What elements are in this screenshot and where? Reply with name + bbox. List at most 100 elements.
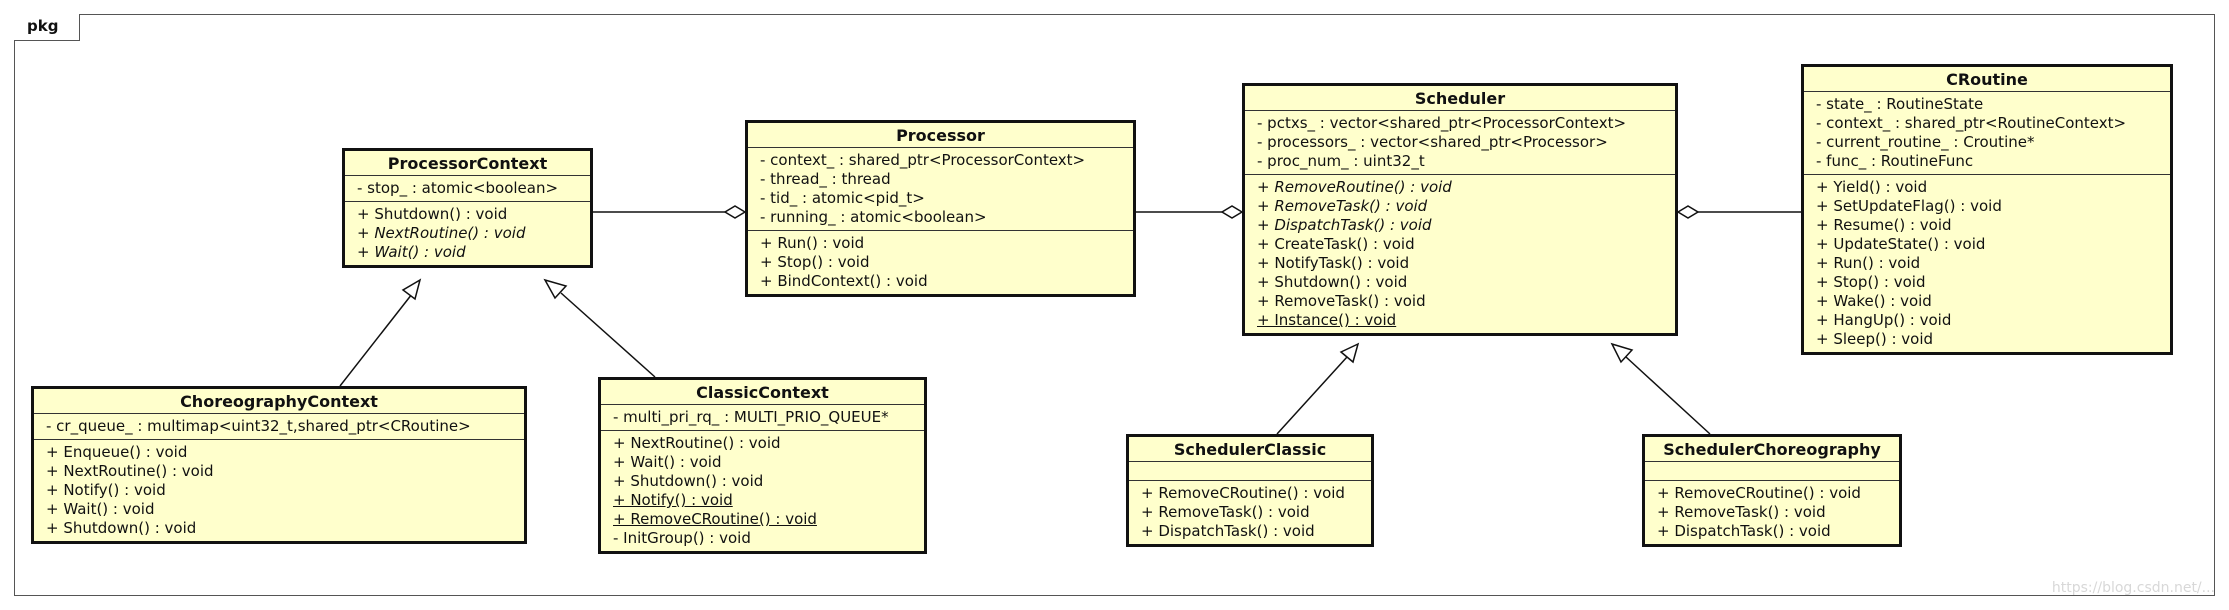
operation-row: + CreateTask() : void xyxy=(1257,235,1415,253)
inheritance-arrow-icon xyxy=(1339,342,1360,364)
operation-row: + Stop() : void xyxy=(760,253,870,271)
attribute-row: - multi_pri_rq_ : MULTI_PRIO_QUEUE* xyxy=(613,408,889,426)
generalization-classiccontext xyxy=(560,292,656,378)
operation-row: + DispatchTask() : void xyxy=(1257,216,1432,234)
operation-row: + Wait() : void xyxy=(46,500,155,518)
operation-row: + Shutdown() : void xyxy=(357,205,508,223)
attributes-compartment xyxy=(1645,462,1899,481)
operation-row: + Enqueue() : void xyxy=(46,443,188,461)
generalization-choreographycontext xyxy=(339,293,413,387)
attribute-row: - stop_ : atomic<boolean> xyxy=(357,179,559,197)
operation-row: + RemoveCRoutine() : void xyxy=(613,510,817,528)
operations-compartment: + RemoveCRoutine() : void+ RemoveTask() … xyxy=(1129,481,1371,544)
class-processor-context[interactable]: ProcessorContext - stop_ : atomic<boolean… xyxy=(342,148,593,268)
class-name: Processor xyxy=(748,123,1133,148)
class-scheduler-choreography[interactable]: SchedulerChoreography + RemoveCRoutine() … xyxy=(1642,434,1902,547)
aggregation-diamond-icon xyxy=(1220,205,1244,219)
class-scheduler-classic[interactable]: SchedulerClassic + RemoveCRoutine() : voi… xyxy=(1126,434,1374,547)
package-frame xyxy=(14,14,2215,596)
attribute-row: - context_ : shared_ptr<ProcessorContext… xyxy=(760,151,1086,169)
class-name: ClassicContext xyxy=(601,380,924,405)
aggregation-diamond-icon xyxy=(1676,205,1700,219)
operations-compartment: + RemoveRoutine() : void+ RemoveTask() :… xyxy=(1245,175,1675,333)
operations-compartment: + RemoveCRoutine() : void+ RemoveTask() … xyxy=(1645,481,1899,544)
operation-row: + DispatchTask() : void xyxy=(1141,522,1315,540)
operation-row: + SetUpdateFlag() : void xyxy=(1816,197,2002,215)
class-processor[interactable]: Processor - context_ : shared_ptr<Process… xyxy=(745,120,1136,297)
attributes-compartment: - stop_ : atomic<boolean> xyxy=(345,176,590,202)
generalization-schedulerclassic xyxy=(1276,356,1348,435)
attribute-row: - pctxs_ : vector<shared_ptr<ProcessorCo… xyxy=(1257,114,1627,132)
operation-row: + Shutdown() : void xyxy=(46,519,197,537)
operation-row: + RemoveCRoutine() : void xyxy=(1657,484,1861,502)
class-name: SchedulerChoreography xyxy=(1645,437,1899,462)
operation-row: + NextRoutine() : void xyxy=(46,462,214,480)
operation-row: + RemoveCRoutine() : void xyxy=(1141,484,1345,502)
class-name: Scheduler xyxy=(1245,86,1675,111)
aggregation-diamond-icon xyxy=(723,205,747,219)
operation-row: + Run() : void xyxy=(760,234,865,252)
operation-row: + HangUp() : void xyxy=(1816,311,1952,329)
operation-row: + NotifyTask() : void xyxy=(1257,254,1410,272)
operation-row: + Instance() : void xyxy=(1257,311,1397,329)
watermark: https://blog.csdn.net/... xyxy=(2051,580,2215,596)
attribute-row: - processors_ : vector<shared_ptr<Proces… xyxy=(1257,133,1608,151)
attributes-compartment: - multi_pri_rq_ : MULTI_PRIO_QUEUE* xyxy=(601,405,924,431)
class-name: SchedulerClassic xyxy=(1129,437,1371,462)
operation-row: + NextRoutine() : void xyxy=(613,434,781,452)
attribute-row: - state_ : RoutineState xyxy=(1816,95,1984,113)
operation-row: + Wait() : void xyxy=(613,453,722,471)
attributes-compartment xyxy=(1129,462,1371,481)
operation-row: + Resume() : void xyxy=(1816,216,1952,234)
class-choreography-context[interactable]: ChoreographyContext - cr_queue_ : multima… xyxy=(31,386,527,544)
operation-row: + Wake() : void xyxy=(1816,292,1932,310)
operation-row: - InitGroup() : void xyxy=(613,529,751,547)
attributes-compartment: - state_ : RoutineState- context_ : shar… xyxy=(1804,92,2170,175)
operation-row: + RemoveTask() : void xyxy=(1257,197,1428,215)
operation-row: + Wait() : void xyxy=(357,243,466,261)
class-scheduler[interactable]: Scheduler - pctxs_ : vector<shared_ptr<Pr… xyxy=(1242,83,1678,336)
class-croutine[interactable]: CRoutine- state_ : RoutineState- context… xyxy=(1801,64,2173,355)
attribute-row: - thread_ : thread xyxy=(760,170,891,188)
inheritance-arrow-icon xyxy=(401,278,422,301)
operations-compartment: + Yield() : void+ SetUpdateFlag() : void… xyxy=(1804,175,2170,352)
inheritance-arrow-icon xyxy=(1610,342,1634,364)
class-name: ChoreographyContext xyxy=(34,389,524,414)
operation-row: + Stop() : void xyxy=(1816,273,1926,291)
attribute-row: - running_ : atomic<boolean> xyxy=(760,208,987,226)
attributes-compartment: - context_ : shared_ptr<ProcessorContext… xyxy=(748,148,1133,231)
operation-row: + BindContext() : void xyxy=(760,272,928,290)
package-label: pkg xyxy=(14,14,80,41)
operation-row: + DispatchTask() : void xyxy=(1657,522,1831,540)
inheritance-arrow-icon xyxy=(543,278,568,300)
attribute-row: - current_routine_ : Croutine* xyxy=(1816,133,2035,151)
operation-row: + Notify() : void xyxy=(46,481,166,499)
operation-row: + Shutdown() : void xyxy=(1257,273,1408,291)
operation-row: + Shutdown() : void xyxy=(613,472,764,490)
operation-row: + Run() : void xyxy=(1816,254,1921,272)
class-name: ProcessorContext xyxy=(345,151,590,176)
attribute-row: - tid_ : atomic<pid_t> xyxy=(760,189,925,207)
attribute-row: - proc_num_ : uint32_t xyxy=(1257,152,1425,170)
operation-row: + RemoveTask() : void xyxy=(1141,503,1310,521)
attributes-compartment: - pctxs_ : vector<shared_ptr<ProcessorCo… xyxy=(1245,111,1675,175)
class-classic-context[interactable]: ClassicContext - multi_pri_rq_ : MULTI_PR… xyxy=(598,377,927,554)
operation-row: + Sleep() : void xyxy=(1816,330,1934,348)
operations-compartment: + Run() : void+ Stop() : void+ BindConte… xyxy=(748,231,1133,294)
operation-row: + UpdateState() : void xyxy=(1816,235,1986,253)
attribute-row: - cr_queue_ : multimap<uint32_t,shared_p… xyxy=(46,417,471,435)
operations-compartment: + Shutdown() : void+ NextRoutine() : voi… xyxy=(345,202,590,265)
attribute-row: - func_ : RoutineFunc xyxy=(1816,152,1974,170)
class-name: CRoutine xyxy=(1804,67,2170,92)
operations-compartment: + NextRoutine() : void+ Wait() : void+ S… xyxy=(601,431,924,551)
operation-row: + RemoveTask() : void xyxy=(1657,503,1826,521)
operation-row: + Yield() : void xyxy=(1816,178,1928,196)
operation-row: + NextRoutine() : void xyxy=(357,224,526,242)
generalization-schedulerchoreography xyxy=(1625,356,1711,435)
operation-row: + RemoveRoutine() : void xyxy=(1257,178,1452,196)
attributes-compartment: - cr_queue_ : multimap<uint32_t,shared_p… xyxy=(34,414,524,440)
attribute-row: - context_ : shared_ptr<RoutineContext> xyxy=(1816,114,2127,132)
operation-row: + RemoveTask() : void xyxy=(1257,292,1426,310)
operation-row: + Notify() : void xyxy=(613,491,733,509)
